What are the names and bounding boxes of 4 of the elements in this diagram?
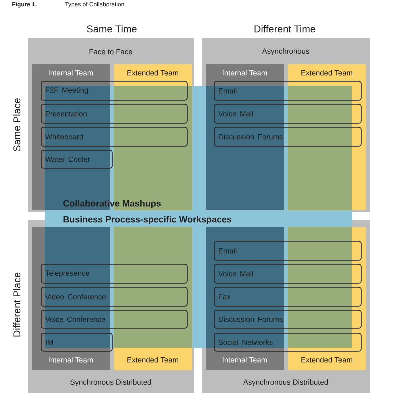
row-heading: Same Place — [13, 98, 21, 152]
row-heading: Different Place — [13, 272, 21, 337]
column-heading: Different Time — [254, 25, 316, 33]
column-heading: Same Time — [87, 25, 137, 33]
